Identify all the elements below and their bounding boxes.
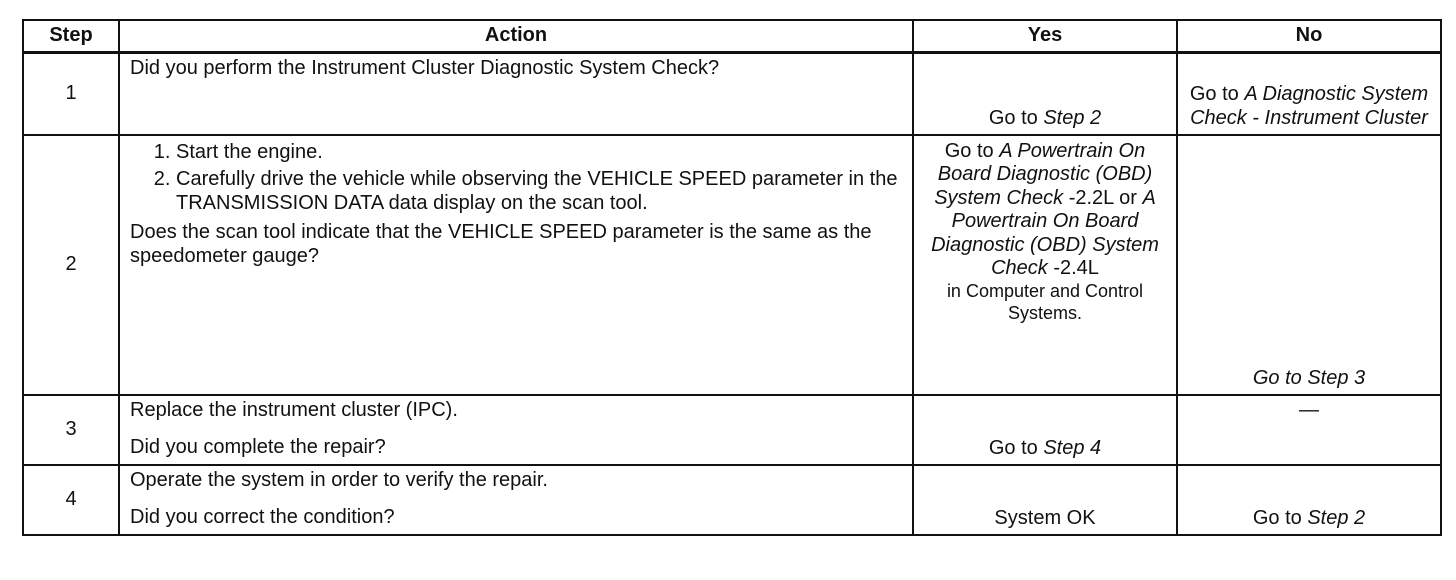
header-no: No — [1176, 19, 1442, 54]
table-row: 1 Did you perform the Instrument Cluster… — [22, 51, 1442, 136]
yes-prefix: Go to — [988, 106, 1044, 129]
no-cell: Go to Step 2 — [1176, 463, 1442, 536]
no-prefix: Go to — [1252, 506, 1308, 529]
yes-reference-block: Go to A Powertrain On Board Diagnostic (… — [924, 140, 1166, 282]
no-cell: Go to Step 3 — [1176, 133, 1442, 396]
yes-prefix: Go to — [944, 139, 1000, 162]
table-row: 4 Operate the system in order to verify … — [22, 463, 1442, 536]
step-number: 3 — [22, 393, 120, 466]
yes-link[interactable]: Step 2 — [1043, 106, 1102, 129]
action-cell: Did you perform the Instrument Cluster D… — [118, 51, 914, 136]
yes-suffix-2-4l: -2.4L — [1047, 257, 1099, 280]
step-number: 4 — [22, 463, 120, 536]
yes-cell: System OK — [912, 463, 1178, 536]
no-cell: — — [1176, 393, 1442, 466]
yes-suffix-2-2l: -2.2L — [1063, 186, 1114, 209]
action-question: Did you complete the repair? — [130, 436, 386, 459]
header-step: Step — [22, 19, 120, 54]
yes-link[interactable]: Step 4 — [1043, 436, 1102, 459]
no-cell: Go to A Diagnostic System Check - Instru… — [1176, 51, 1442, 136]
table-row: 2 Start the engine. Carefully drive the … — [22, 133, 1442, 396]
diagnostic-table: Step Action Yes No 1 Did you perform the… — [22, 19, 1442, 536]
no-link[interactable]: Step 2 — [1307, 506, 1366, 529]
action-step-item: Carefully drive the vehicle while observ… — [176, 168, 902, 215]
yes-or: or — [1113, 186, 1143, 209]
action-cell: Replace the instrument cluster (IPC). Di… — [118, 393, 914, 466]
no-link[interactable]: A Diagnostic System Check - Instrument C… — [1190, 83, 1429, 129]
header-yes: Yes — [912, 19, 1178, 54]
action-steps-list: Start the engine. Carefully drive the ve… — [130, 141, 902, 216]
action-instruction: Operate the system in order to verify th… — [130, 468, 548, 491]
step-number: 1 — [22, 51, 120, 136]
action-instruction: Replace the instrument cluster (IPC). — [130, 398, 458, 421]
yes-cell: Go to Step 4 — [912, 393, 1178, 466]
action-question: Did you correct the condition? — [130, 506, 395, 529]
yes-result: System OK — [994, 506, 1096, 529]
action-cell: Start the engine. Carefully drive the ve… — [118, 133, 914, 396]
step-number: 2 — [22, 133, 120, 396]
action-step-item: Start the engine. — [176, 141, 902, 165]
no-link[interactable]: Go to Step 3 — [1252, 366, 1366, 389]
header-row: Step Action Yes No — [22, 19, 1442, 54]
yes-prefix: Go to — [988, 436, 1044, 459]
table-row: 3 Replace the instrument cluster (IPC). … — [22, 393, 1442, 466]
header-action: Action — [118, 19, 914, 54]
diagnostic-table-document: Step Action Yes No 1 Did you perform the… — [22, 19, 1442, 536]
action-cell: Operate the system in order to verify th… — [118, 463, 914, 536]
yes-cell: Go to A Powertrain On Board Diagnostic (… — [912, 133, 1178, 396]
yes-tail: in Computer and Control Systems. — [946, 281, 1144, 323]
no-dash: — — [1299, 398, 1319, 421]
action-question: Does the scan tool indicate that the VEH… — [130, 221, 872, 267]
yes-cell: Go to Step 2 — [912, 51, 1178, 136]
action-question: Did you perform the Instrument Cluster D… — [130, 57, 720, 79]
yes-link-2-4l[interactable]: A Powertrain On Board Diagnostic (OBD) S… — [931, 186, 1159, 280]
yes-link-2-2l[interactable]: A Powertrain On Board Diagnostic (OBD) S… — [934, 139, 1153, 209]
no-prefix: Go to — [1189, 83, 1245, 106]
